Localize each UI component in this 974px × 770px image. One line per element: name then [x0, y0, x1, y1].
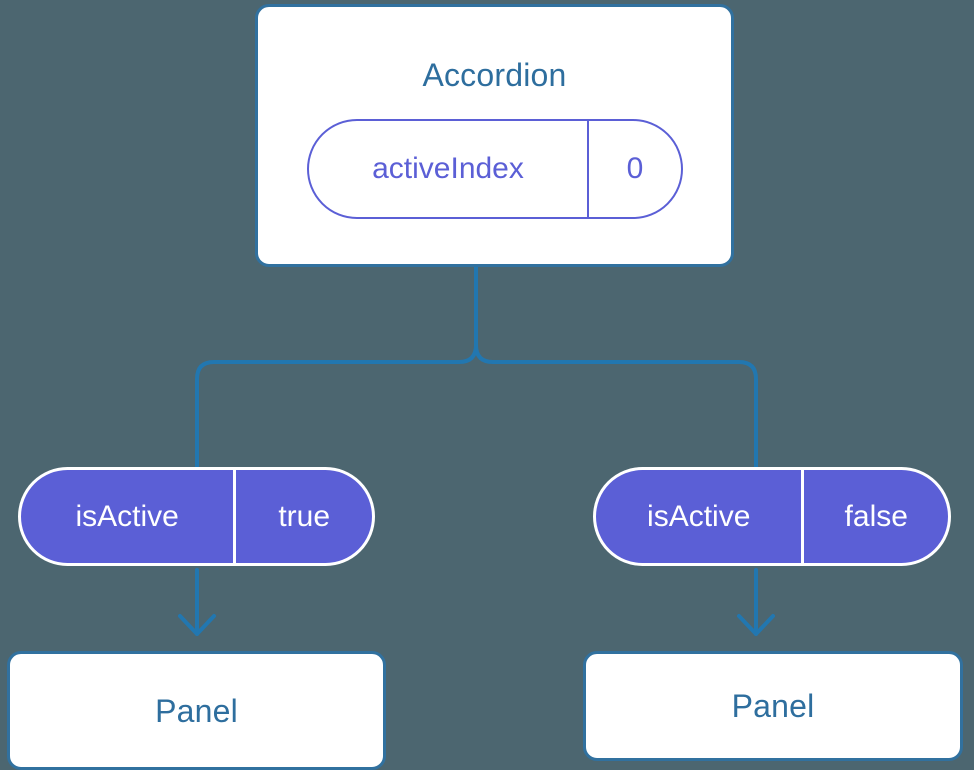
edge-branch-left	[195, 360, 461, 470]
component-card-panel-right[interactable]: Panel	[583, 651, 963, 761]
edge-root-stem-mirror	[474, 343, 495, 364]
prop-pill-is-active-false[interactable]: isActive false	[593, 467, 951, 566]
prop-value: false	[801, 470, 948, 563]
component-title: Panel	[155, 692, 238, 729]
prop-value: true	[233, 470, 372, 563]
edge-arrow-right-head	[737, 614, 775, 636]
prop-name: activeIndex	[372, 152, 524, 185]
edge-arrow-left-head	[178, 614, 216, 636]
component-title: Panel	[731, 688, 815, 724]
prop-name: isActive	[647, 499, 751, 533]
prop-pill-active-index[interactable]: activeIndex 0	[307, 119, 683, 219]
prop-pill-is-active-true[interactable]: isActive true	[18, 467, 375, 566]
prop-name: isActive	[75, 499, 179, 533]
edge-root-stem	[457, 265, 478, 364]
prop-value: 0	[587, 121, 681, 217]
component-title: Accordion	[422, 57, 567, 93]
edge-branch-right	[491, 360, 758, 470]
component-card-panel-left[interactable]: Panel	[7, 651, 386, 770]
